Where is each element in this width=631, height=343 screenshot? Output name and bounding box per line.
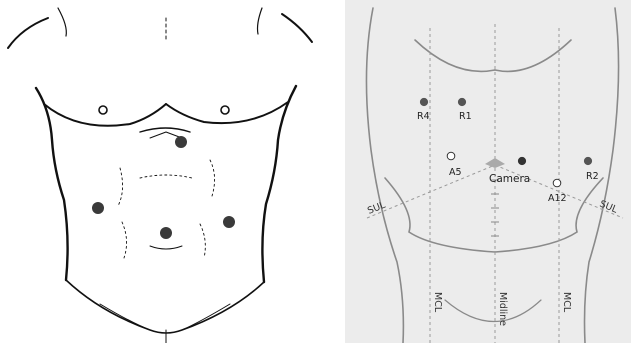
mcl-left-label: MCL: [432, 292, 443, 313]
mcl-right-label: MCL: [561, 292, 572, 313]
port-marker-left: [92, 202, 104, 214]
port-r4-marker: [420, 98, 427, 105]
port-marker-right: [223, 216, 235, 228]
port-a12-marker: [553, 179, 561, 187]
left-torso-outline: [8, 8, 312, 343]
right-diagram-svg: R4 R1 A5 Camera R2 A12 SUL SUL MCL Midli…: [345, 0, 631, 343]
port-marker-center: [160, 227, 172, 239]
left-torso-svg: [0, 0, 335, 343]
port-marker-upper: [175, 136, 187, 148]
port-r2-label: R2: [586, 171, 599, 182]
port-camera-label: Camera: [489, 173, 530, 185]
midline-label: Midline: [497, 292, 508, 326]
port-r2-marker: [584, 157, 591, 164]
port-r1-label: R1: [459, 111, 472, 122]
port-camera-marker: [518, 157, 525, 164]
port-r4-label: R4: [417, 111, 430, 122]
right-port-placement-diagram: R4 R1 A5 Camera R2 A12 SUL SUL MCL Midli…: [345, 0, 631, 343]
port-r1-marker: [458, 98, 465, 105]
left-port-markers: [92, 136, 235, 239]
port-a12-label: A12: [548, 193, 567, 204]
port-a5-label: A5: [449, 167, 462, 178]
left-torso-diagram: [0, 0, 335, 343]
port-a5-marker: [447, 152, 455, 160]
